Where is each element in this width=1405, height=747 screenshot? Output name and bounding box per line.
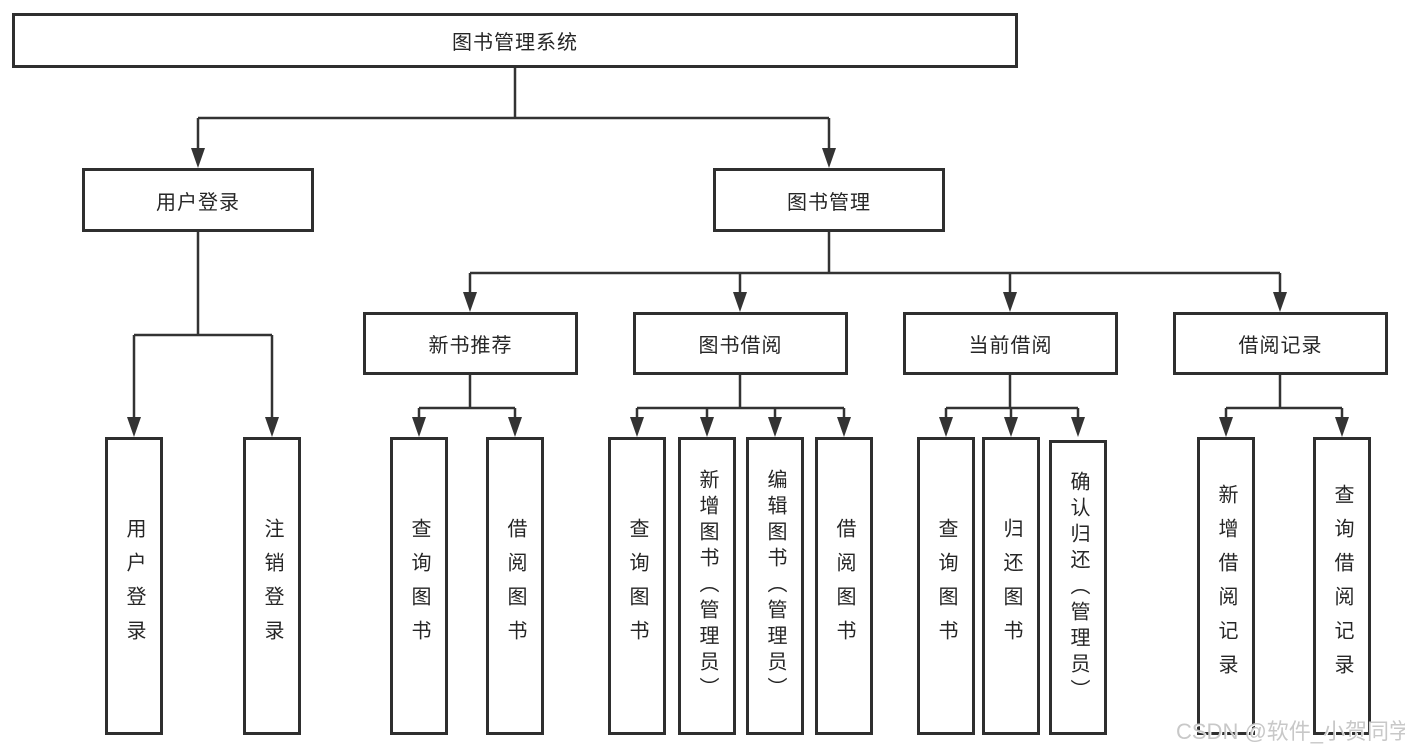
leaf-borrow-books: 借阅图书 [815,437,873,735]
node-label: 图书管理 [787,191,871,214]
leaf-query-books-borrow: 查询图书 [608,437,666,735]
node-label: 注销登录 [261,518,283,654]
leaf-borrow-books-recommend: 借阅图书 [486,437,544,735]
leaf-add-book-admin: 新增图书（管理员） [678,437,736,735]
node-label: 借阅图书 [504,518,526,654]
leaf-confirm-return-admin: 确认归还（管理员） [1049,440,1107,735]
leaf-query-books-current: 查询图书 [917,437,975,735]
node-user-login: 用户登录 [82,168,314,232]
node-book-borrow: 图书借阅 [633,312,848,375]
node-book-management: 图书管理 [713,168,945,232]
node-label: 确认归还（管理员） [1067,470,1089,705]
node-label: 用户登录 [156,191,240,214]
node-label: 新增借阅记录 [1215,484,1237,688]
node-label: 当前借阅 [968,335,1053,357]
node-label: 借阅记录 [1238,335,1323,357]
node-library-system: 图书管理系统 [12,13,1018,68]
node-label: 归还图书 [1000,518,1022,654]
node-borrow-records: 借阅记录 [1173,312,1388,375]
node-current-borrow: 当前借阅 [903,312,1118,375]
node-label: 新增图书（管理员） [696,469,718,703]
leaf-add-borrow-record: 新增借阅记录 [1197,437,1255,735]
node-label: 图书借阅 [698,335,783,357]
node-label: 新书推荐 [428,335,513,357]
csdn-watermark: CSDN @软件_小贺同学 [1176,719,1405,744]
leaf-query-books-recommend: 查询图书 [390,437,448,735]
node-label: 用户登录 [123,518,145,654]
node-label: 查询图书 [935,518,957,654]
leaf-logout: 注销登录 [243,437,301,735]
leaf-query-borrow-record: 查询借阅记录 [1313,437,1371,735]
node-label: 查询图书 [408,518,430,654]
leaf-user-login: 用户登录 [105,437,163,735]
node-label: 查询借阅记录 [1331,484,1353,688]
node-new-book-recommend: 新书推荐 [363,312,578,375]
node-label: 图书管理系统 [452,32,578,54]
node-label: 借阅图书 [833,518,855,654]
leaf-return-book: 归还图书 [982,437,1040,735]
node-label: 查询图书 [626,518,648,654]
leaf-edit-book-admin: 编辑图书（管理员） [746,437,804,735]
node-label: 编辑图书（管理员） [764,469,786,703]
